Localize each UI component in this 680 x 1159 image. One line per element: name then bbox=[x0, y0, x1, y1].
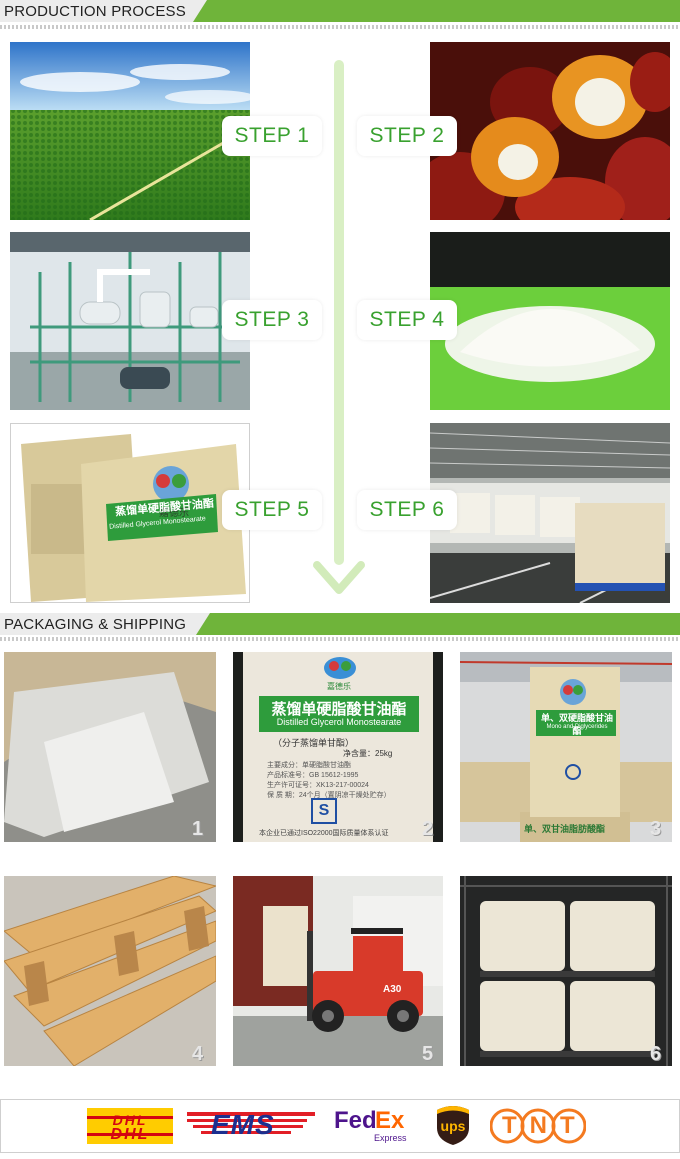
palm-fruit-photo bbox=[430, 42, 670, 220]
bag2-net: 净含量：25kg bbox=[343, 749, 393, 758]
tnt-logo: TNT bbox=[490, 1108, 586, 1144]
bag2-title-band bbox=[259, 696, 419, 732]
process-arrow bbox=[313, 60, 365, 594]
qs-mark-icon: S bbox=[311, 798, 337, 824]
ups-logo: ups bbox=[435, 1104, 471, 1146]
warehouse-photo bbox=[430, 423, 670, 603]
forklift-model: A30 bbox=[383, 984, 402, 995]
tnt-logo-text: TNT bbox=[502, 1112, 588, 1139]
production-header-title: PRODUCTION PROCESS bbox=[4, 3, 186, 20]
bag2-footer: 本企业已通过ISO22000国际质量体系认证 bbox=[259, 830, 389, 837]
bag3-cn-title: 单、双硬脂酸甘油酯 bbox=[540, 713, 613, 736]
bag2-cn-title: 蒸馏单硬脂酸甘油酯 bbox=[271, 701, 407, 718]
bag3-en-title: Mono and Diglycerides bbox=[546, 724, 608, 730]
bag2-brand-cn: 嘉德乐 bbox=[327, 682, 351, 691]
inner-liner-photo bbox=[4, 652, 216, 842]
bag-brand-text: 嘉德乐 bbox=[159, 508, 189, 519]
fedex-logo-text-ex: Ex bbox=[375, 1107, 405, 1134]
pallet-photo bbox=[4, 876, 216, 1066]
packaging-header: PACKAGING & SHIPPING bbox=[0, 613, 680, 635]
container-photo bbox=[460, 876, 672, 1066]
production-header: PRODUCTION PROCESS bbox=[0, 0, 680, 22]
bag2-line-1: 主要成分：单硬脂酸甘油酯 bbox=[267, 762, 351, 769]
ems-logo-text: EMS bbox=[211, 1109, 275, 1140]
package-number-6: 6 bbox=[650, 1043, 662, 1065]
plantation-photo bbox=[10, 42, 250, 220]
dhl-logo-text: DHL bbox=[110, 1126, 150, 1143]
step-6-label: STEP 6 bbox=[357, 490, 457, 530]
fedex-logo: Fed Ex Express bbox=[332, 1107, 412, 1147]
package-number-2: 2 bbox=[422, 818, 434, 840]
brand-logo-icon bbox=[324, 657, 356, 679]
forklift-loading-photo: A30 bbox=[233, 876, 443, 1066]
step-3-label: STEP 3 bbox=[222, 300, 322, 340]
divider bbox=[0, 637, 680, 641]
ems-logo: EMS bbox=[187, 1109, 315, 1143]
bag2-line-4: 保 质 期：24个月（置阴凉干燥处贮存） bbox=[267, 792, 391, 799]
bag2-en-title: Distilled Glycerol Monostearate bbox=[276, 717, 402, 727]
powder-photo bbox=[430, 232, 670, 410]
dhl-logo-text-top: DHL bbox=[112, 1112, 148, 1128]
bag2-line-2: 产品标准号：GB 15612-1995 bbox=[267, 772, 359, 779]
packaging-header-title: PACKAGING & SHIPPING bbox=[4, 616, 187, 633]
bag2-line-3: 生产许可证号：XK13-217-00024 bbox=[267, 782, 369, 789]
bag-front-photo: 嘉德乐 蒸馏单硬脂酸甘油酯 Distilled Glycerol Monoste… bbox=[233, 652, 443, 842]
step-2-label: STEP 2 bbox=[357, 116, 457, 156]
divider bbox=[0, 25, 680, 29]
step-4-label: STEP 4 bbox=[357, 300, 457, 340]
ups-logo-text: ups bbox=[440, 1118, 466, 1134]
bag2-subtitle: （分子蒸馏单甘酯） bbox=[273, 738, 355, 748]
package-number-3: 3 bbox=[650, 818, 662, 840]
product-bags-photo: 嘉德乐 蒸馏单硬脂酸甘油酯 Distilled Glycerol Monoste… bbox=[10, 423, 250, 603]
step-1-label: STEP 1 bbox=[222, 116, 322, 156]
fedex-logo-subtext: Express bbox=[374, 1133, 407, 1143]
package-number-5: 5 bbox=[422, 1043, 434, 1065]
dhl-logo: DHL DHL bbox=[87, 1108, 173, 1144]
fedex-logo-text-fed: Fed bbox=[334, 1107, 377, 1134]
bag3-strip: 单、双甘油脂肪酸酯 bbox=[524, 824, 606, 834]
courier-logos-bar: DHL DHL EMS Fed Ex Express ups bbox=[0, 1099, 680, 1153]
package-number-4: 4 bbox=[192, 1043, 204, 1065]
step-5-label: STEP 5 bbox=[222, 490, 322, 530]
factory-photo bbox=[10, 232, 250, 410]
stacked-bags-photo: 单、双硬脂酸甘油酯 Mono and Diglycerides 单、双甘油脂肪酸… bbox=[460, 652, 672, 842]
package-number-1: 1 bbox=[192, 818, 204, 840]
